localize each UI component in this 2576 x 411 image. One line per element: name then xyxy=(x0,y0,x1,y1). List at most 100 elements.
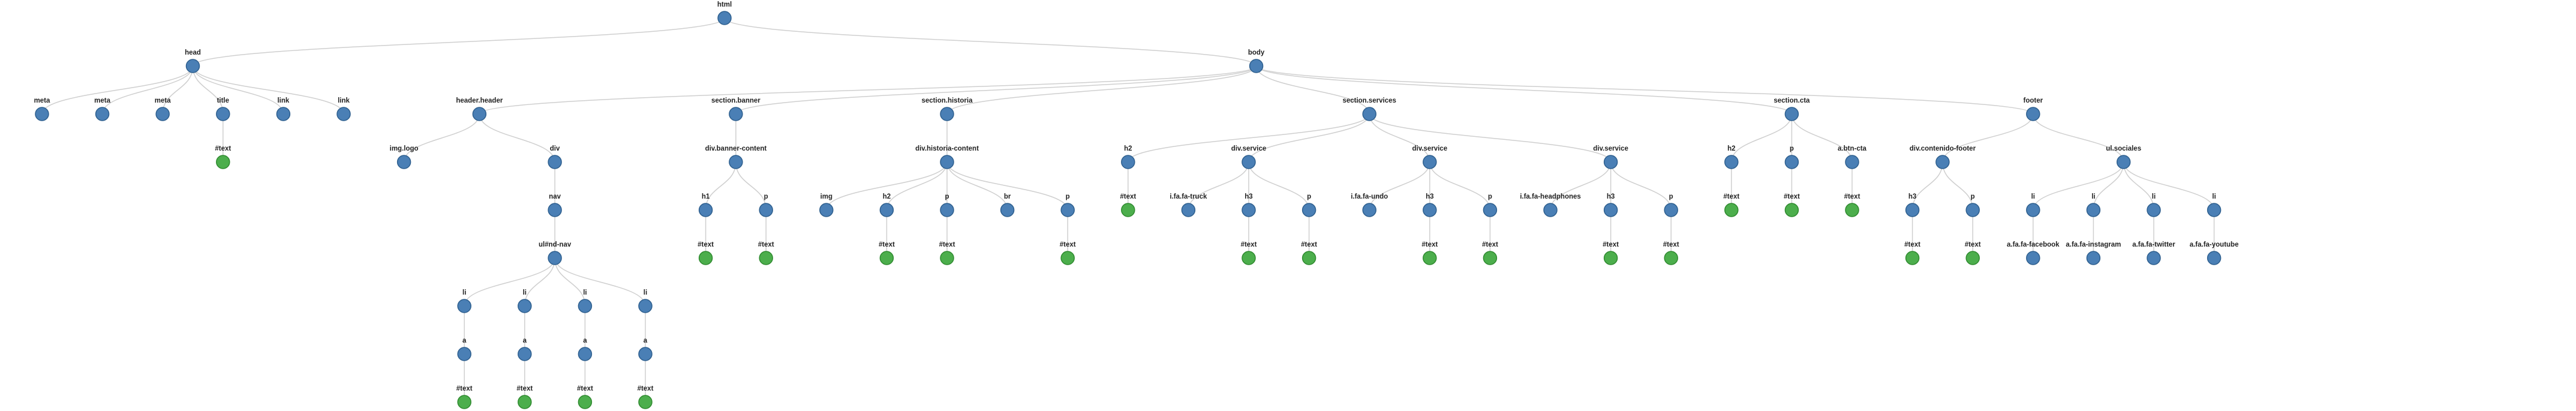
tree-node-link: link xyxy=(276,97,291,121)
tree-node-p: p xyxy=(1664,193,1678,217)
element-node-marker xyxy=(940,155,954,169)
element-node-marker xyxy=(548,155,562,169)
tree-node-html: html xyxy=(717,1,732,25)
element-node-marker xyxy=(1664,203,1678,217)
tree-edge xyxy=(1248,161,1310,211)
element-node-marker xyxy=(578,347,593,361)
tree-node-label: #text xyxy=(577,385,593,392)
tree-node-label: link xyxy=(277,97,289,104)
tree-node-label: #text xyxy=(698,241,714,248)
element-node-marker xyxy=(2086,251,2101,265)
tree-node-head: head xyxy=(185,49,201,73)
tree-node-label: #text xyxy=(1965,241,1981,248)
tree-node-h2: h2 xyxy=(879,193,894,217)
tree-node-label: a xyxy=(644,337,648,344)
tree-node-label: #text xyxy=(1421,241,1438,248)
element-node-marker xyxy=(1845,155,1859,169)
tree-node-a-fa-fa-youtube: a.fa.fa-youtube xyxy=(2190,241,2238,265)
element-node-marker xyxy=(717,11,732,25)
tree-node-a-fa-fa-facebook: a.fa.fa-facebook xyxy=(2007,241,2060,265)
tree-node-ul-nd-nav: ul#nd-nav xyxy=(539,241,572,265)
element-node-marker xyxy=(1181,203,1196,217)
text-node-marker xyxy=(759,251,773,265)
element-node-marker xyxy=(216,107,230,121)
tree-node-label: #text xyxy=(1241,241,1257,248)
text-node-marker xyxy=(1301,251,1316,265)
tree-node-label: img xyxy=(820,193,832,200)
tree-edge xyxy=(1550,161,1612,211)
text-node-marker xyxy=(1664,251,1678,265)
element-node-marker xyxy=(1242,203,1256,217)
tree-edge xyxy=(479,65,1257,115)
tree-edge xyxy=(2123,161,2215,211)
element-node-marker xyxy=(1965,203,1980,217)
tree-edge xyxy=(735,65,1257,115)
element-node-marker xyxy=(638,347,653,361)
element-node-marker xyxy=(1784,155,1799,169)
tree-node-label: ul.sociales xyxy=(2106,145,2141,152)
element-node-marker xyxy=(940,203,954,217)
tree-node-a: a xyxy=(578,337,593,361)
tree-node-label: a xyxy=(583,337,587,344)
tree-node-label: #text xyxy=(1060,241,1076,248)
tree-node-div-banner-content: div.banner-content xyxy=(705,145,767,169)
text-node-marker xyxy=(940,251,954,265)
text-node-marker xyxy=(1845,203,1859,217)
tree-node-meta: meta xyxy=(94,97,111,121)
tree-node-label: h3 xyxy=(1426,193,1433,200)
text-node-marker xyxy=(1423,251,1437,265)
tree-node-text: #text xyxy=(698,241,714,265)
tree-node-label: i.fa.fa-undo xyxy=(1351,193,1388,200)
element-node-marker xyxy=(698,203,713,217)
text-node-marker xyxy=(216,155,230,169)
tree-node-label: li xyxy=(644,289,647,296)
tree-edge xyxy=(2123,161,2154,211)
tree-node-h3: h3 xyxy=(1242,193,1256,217)
tree-node-li: li xyxy=(578,289,593,313)
element-node-marker xyxy=(2026,251,2040,265)
tree-node-text: #text xyxy=(939,241,955,265)
tree-node-h3: h3 xyxy=(1905,193,1920,217)
tree-node-label: #text xyxy=(1301,241,1317,248)
tree-node-label: #text xyxy=(1482,241,1498,248)
tree-node-nav: nav xyxy=(548,193,562,217)
tree-node-label: img.logo xyxy=(390,145,419,152)
tree-edge xyxy=(946,161,1008,211)
tree-edge xyxy=(1128,113,1370,163)
tree-node-label: #text xyxy=(758,241,774,248)
tree-node-label: #text xyxy=(1844,193,1860,200)
text-node-marker xyxy=(1060,251,1075,265)
element-node-marker xyxy=(1935,155,1950,169)
tree-edge xyxy=(41,65,194,115)
tree-node-label: footer xyxy=(2024,97,2043,104)
text-node-marker xyxy=(518,395,532,409)
tree-edge xyxy=(1255,65,1370,115)
element-node-marker xyxy=(1362,203,1376,217)
tree-node-label: i.fa.fa-truck xyxy=(1170,193,1207,200)
tree-node-label: div.banner-content xyxy=(705,145,767,152)
tree-edge xyxy=(1369,113,1612,163)
tree-node-ul-sociales: ul.sociales xyxy=(2106,145,2141,169)
tree-node-text: #text xyxy=(1060,241,1076,265)
text-node-marker xyxy=(698,251,713,265)
tree-node-meta: meta xyxy=(34,97,50,121)
element-node-marker xyxy=(1000,203,1015,217)
tree-node-text: #text xyxy=(1120,193,1136,217)
element-node-marker xyxy=(1121,155,1135,169)
element-node-marker xyxy=(1724,155,1739,169)
tree-edge xyxy=(554,257,646,307)
tree-edge xyxy=(735,161,767,211)
tree-node-label: p xyxy=(945,193,949,200)
tree-edge xyxy=(946,65,1257,115)
tree-node-label: #text xyxy=(1723,193,1739,200)
tree-edge xyxy=(192,17,725,67)
tree-node-i-fa-fa-truck: i.fa.fa-truck xyxy=(1170,193,1207,217)
tree-node-label: header.header xyxy=(456,97,503,104)
tree-node-li: li xyxy=(638,289,653,313)
tree-node-text: #text xyxy=(1482,241,1498,265)
tree-node-text: #text xyxy=(758,241,774,265)
tree-node-label: a xyxy=(523,337,527,344)
element-node-marker xyxy=(518,347,532,361)
tree-edge xyxy=(2033,161,2124,211)
